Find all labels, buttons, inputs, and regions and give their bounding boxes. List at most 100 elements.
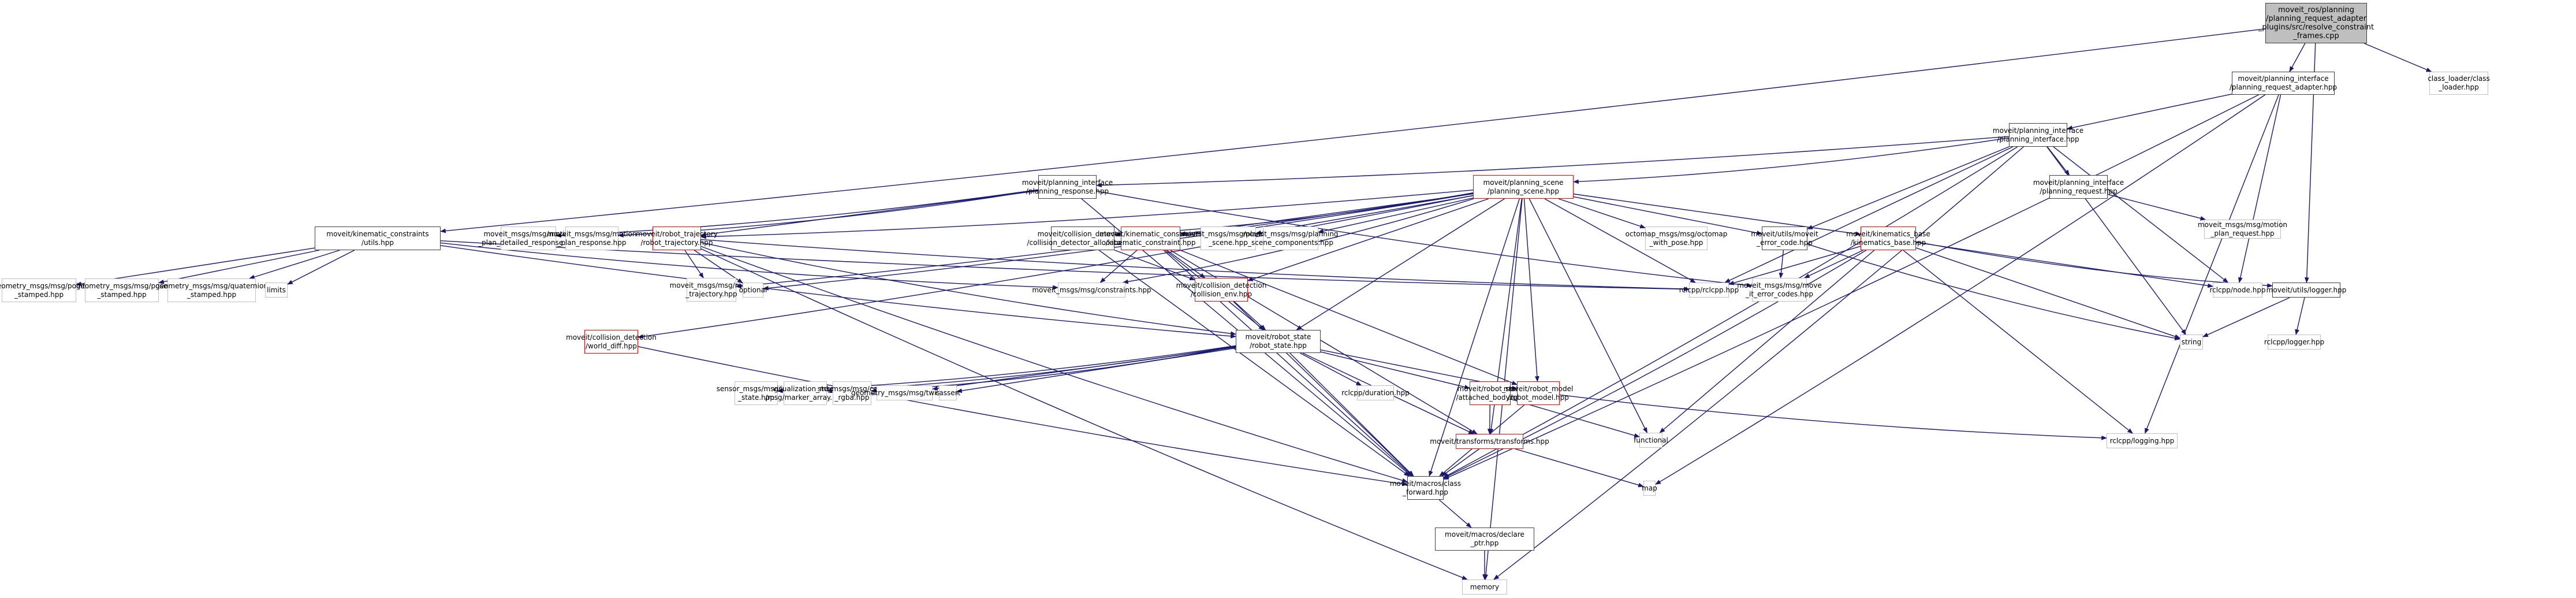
edge-kc_utils-to-rclcpp xyxy=(440,240,1690,292)
edge-pra-to-cf xyxy=(1443,94,2259,480)
graph-node-ps[interactable]: moveit/planning_scene /planning_scene.hp… xyxy=(1473,175,1574,199)
edge-kb-to-rclcpp xyxy=(1728,246,1861,285)
graph-node-mm-rt: moveit_msgs/msg/robot _trajectory.hpp xyxy=(670,278,753,302)
edge-pra-to-logging xyxy=(2144,94,2279,434)
graph-node-mm-mpreq: moveit_msgs/msg/motion _plan_request.hpp xyxy=(2198,220,2287,239)
edge-ps-to-mm_psc xyxy=(1318,198,1474,233)
edge-pi-to-err xyxy=(1807,146,2010,230)
graph-node-root: moveit_ros/planning /planning_request_ad… xyxy=(2258,3,2374,43)
graph-node-cassert: cassert xyxy=(935,385,960,400)
edge-ps-to-functional xyxy=(1529,198,1648,433)
graph-node-memory: memory xyxy=(1462,580,1507,595)
graph-node-octo: octomap_msgs/msg/octomap _with_pose.hpp xyxy=(1626,226,1727,250)
edge-rt-to-mm_rt xyxy=(684,250,704,278)
graph-node-ab[interactable]: moveit/robot_state /attached_body.hpp xyxy=(1456,381,1524,405)
graph-node-rcl-logger: rclcpp/logger.hpp xyxy=(2264,335,2324,350)
graph-node-cf[interactable]: moveit/macros/class _forward.hpp xyxy=(1390,476,1461,500)
graph-node-cda[interactable]: moveit/collision_detection /collision_de… xyxy=(1027,226,1139,250)
edge-root-to-class_loader xyxy=(2363,43,2432,72)
edge-pra-to-pi xyxy=(2067,94,2232,130)
graph-node-logging: rclcpp/logging.hpp xyxy=(2107,433,2178,448)
edge-cf-to-dp xyxy=(1438,499,1472,528)
edge-kc-to-ce xyxy=(1166,250,1206,278)
graph-node-rt[interactable]: moveit/robot_trajectory /robot_trajector… xyxy=(636,226,718,250)
edge-kc_utils-to-limits xyxy=(287,250,355,285)
edge-rt-to-rs xyxy=(700,242,1236,336)
graph-node-gm-pose: geometry_msgs/msg/pose _stamped.hpp xyxy=(76,278,167,302)
graph-node-mm-psc: moveit_msgs/msg/planning _scene_componen… xyxy=(1243,226,1339,250)
graph-node-kc[interactable]: moveit/kinematic_constraints /kinematic_… xyxy=(1099,226,1202,250)
graph-node-ce[interactable]: moveit/collision_detection /collision_en… xyxy=(1176,278,1266,302)
graph-node-wd[interactable]: moveit/collision_detection /world_diff.h… xyxy=(566,330,657,354)
edge-rm-to-logging xyxy=(1559,394,2107,440)
edge-kc_utils-to-gm_quat xyxy=(249,250,340,280)
edge-logger-to-string xyxy=(2202,297,2290,337)
edge-tf-to-cf xyxy=(1441,448,1479,477)
edge-rs-to-gm_twist xyxy=(932,347,1236,391)
edge-logger-to-rcl_logger xyxy=(2295,297,2305,335)
graph-node-rs[interactable]: moveit/robot_state /robot_state.hpp xyxy=(1236,330,1321,353)
edge-pi-to-ps xyxy=(1573,137,2010,184)
edge-ps-to-rclcpp xyxy=(1544,198,1696,283)
edge-preq-to-mm_mpreq xyxy=(2107,194,2206,221)
graph-node-pi[interactable]: moveit/planning_interface /planning_inte… xyxy=(1993,123,2083,147)
graph-node-kb[interactable]: moveit/kinematics_base /kinematics_base.… xyxy=(1846,226,1930,250)
graph-node-tf[interactable]: moveit/transforms/transforms.hpp xyxy=(1430,434,1549,449)
edge-pi-to-node xyxy=(2053,146,2229,283)
graph-node-optional: optional xyxy=(739,283,767,298)
graph-node-presp[interactable]: moveit/planning_interface /planning_resp… xyxy=(1022,175,1113,199)
edge-pi-to-string xyxy=(2046,146,2186,335)
edge-root-to-pra xyxy=(2289,43,2306,72)
edge-cda-to-ce xyxy=(1114,250,1195,281)
edge-kb-to-string xyxy=(1915,247,2180,339)
edge-rs-to-cf xyxy=(1289,352,1414,477)
edge-kb-to-logger xyxy=(1915,241,2273,288)
graph-node-duration: rclcpp/duration.hpp xyxy=(1341,385,1410,400)
edge-cda-to-cf xyxy=(1098,250,1410,477)
edge-kc_utils-to-rs xyxy=(440,245,1236,339)
graph-node-functional: functional xyxy=(1634,433,1668,448)
edge-pra-to-map xyxy=(1655,94,2266,485)
edge-pi-to-preq xyxy=(2046,146,2070,176)
edge-rt-to-rclcpp xyxy=(700,239,1690,291)
edge-rs-to-duration xyxy=(1300,352,1362,386)
edge-ce-to-rs xyxy=(1234,301,1266,330)
graph-node-string: string xyxy=(2180,335,2203,350)
graph-node-map: map xyxy=(1642,481,1657,496)
graph-node-gm-point: geometry_msgs/msg/point _stamped.hpp xyxy=(0,278,85,302)
edge-rs-to-cassert xyxy=(956,347,1236,393)
edge-wd-to-cf xyxy=(638,346,1408,486)
edge-kc-to-mm_con xyxy=(1099,250,1138,283)
edge-rt-to-memory xyxy=(700,248,1468,580)
edge-err-to-string xyxy=(1807,243,2180,341)
graph-node-pra[interactable]: moveit/planning_interface /planning_requ… xyxy=(2230,72,2337,95)
graph-node-vm: visualization_msgs /msg/marker_array.hpp xyxy=(765,381,845,405)
edge-presp-to-rt xyxy=(700,190,1039,237)
graph-node-gm-twist: geometry_msgs/msg/twist.hpp xyxy=(851,385,958,400)
edge-root-to-kc_utils xyxy=(440,28,2266,233)
edge-kb-to-mm_err xyxy=(1804,250,1863,278)
edge-rt-to-cf xyxy=(700,246,1408,483)
graph-node-sm-js: sensor_msgs/msg/joint _state.hpp xyxy=(717,381,796,405)
graph-node-rm[interactable]: moveit/robot_model /robot_model.hpp xyxy=(1504,381,1573,405)
graph-node-node: rclcpp/node.hpp xyxy=(2209,283,2266,298)
graph-node-preq[interactable]: moveit/planning_interface /planning_requ… xyxy=(2033,175,2124,199)
edge-ps-to-rm xyxy=(1523,198,1539,382)
edge-rt-to-optional xyxy=(694,250,743,284)
graph-node-logger[interactable]: moveit/utils/logger.hpp xyxy=(2266,283,2346,298)
edge-err-to-mm_err xyxy=(1779,250,1784,278)
edge-ps-to-cf xyxy=(1429,198,1520,477)
edge-tf-to-map xyxy=(1515,448,1644,488)
graph-node-dp[interactable]: moveit/macros/declare _ptr.hpp xyxy=(1435,528,1534,551)
graph-node-mm-con: moveit_msgs/msg/constraints.hpp xyxy=(1032,283,1151,298)
graph-node-class-loader: class_loader/class _loader.hpp xyxy=(2428,72,2490,95)
edge-ps-to-rt xyxy=(700,190,1474,239)
graph-node-rclcpp: rclcpp/rclcpp.hpp xyxy=(1679,283,1739,298)
graph-node-mm-mpr: moveit_msgs/msg/motion _plan_response.hp… xyxy=(547,226,637,250)
edge-ps-to-rs xyxy=(1296,198,1505,330)
edge-presp-to-mm_mpdr xyxy=(556,189,1039,238)
graph-node-mm-mpdr: moveit_msgs/msg/motion _plan_detailed_re… xyxy=(478,226,579,250)
graph-node-err[interactable]: moveit/utils/moveit _error_code.hpp xyxy=(1751,226,1818,250)
graph-node-kc-utils[interactable]: moveit/kinematic_constraints /utils.hpp xyxy=(315,226,441,250)
